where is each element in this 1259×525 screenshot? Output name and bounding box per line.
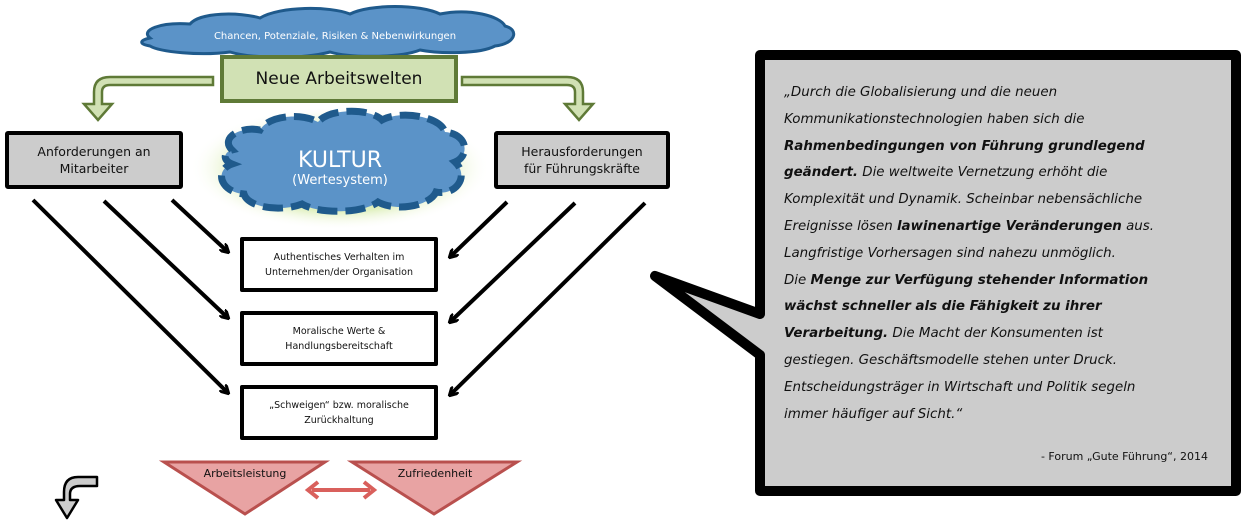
anforderungen-mitarbeiter-box: Anforderungen an Mitarbeiter xyxy=(5,131,183,189)
stack-box-1-line1: Authentisches Verhalten im xyxy=(273,251,405,263)
arrow-right-3 xyxy=(450,201,647,395)
arbeitsleistung-label: Arbeitsleistung xyxy=(203,467,287,480)
neue-arbeitswelten-box: Neue Arbeitswelten xyxy=(220,55,458,103)
quote-run: Komplexität und Dynamik. Scheinbar neben… xyxy=(784,192,1143,208)
quote-emphasis: Menge zur Verfügung stehender Informatio… xyxy=(810,272,1149,288)
quote-line: Kommunikationstechnologien haben sich di… xyxy=(784,107,1224,134)
stack-box-1-line2: Unternehmen/der Organisation xyxy=(265,266,413,278)
triangle-arbeitsleistung xyxy=(158,460,331,516)
quote-line: Entscheidungsträger in Wirtschaft und Po… xyxy=(784,375,1224,402)
kultur-title: KULTUR xyxy=(298,148,382,173)
green-curved-arrow-right xyxy=(460,75,596,122)
quote-run: Die xyxy=(784,272,811,288)
arrow-left-1 xyxy=(170,198,228,252)
zufriedenheit-label: Zufriedenheit xyxy=(397,467,473,480)
quote-line: Verarbeitung. Die Macht der Konsumenten … xyxy=(784,321,1224,348)
kultur-cloud-text: KULTUR (Wertesystem) xyxy=(240,148,440,188)
double-arrow-icon xyxy=(304,480,378,500)
top-cloud-shape xyxy=(140,5,516,59)
stack-box-authentisches-verhalten: Authentisches Verhalten im Unternehmen/d… xyxy=(240,237,438,292)
quote-run: Langfristige Vorhersagen sind nahezu unm… xyxy=(784,245,1116,261)
quote-line: Langfristige Vorhersagen sind nahezu unm… xyxy=(784,241,1224,268)
quote-line: immer häufiger auf Sicht.“ xyxy=(784,402,1224,429)
quote-run: Entscheidungsträger in Wirtschaft und Po… xyxy=(784,379,1136,395)
quote-line: gestiegen. Geschäftsmodelle stehen unter… xyxy=(784,348,1224,375)
quote-emphasis: wächst schneller als die Fähigkeit zu ih… xyxy=(784,299,1102,315)
green-curved-arrow-left xyxy=(81,75,215,122)
right-box-line2: für Führungskräfte xyxy=(523,161,640,176)
quote-speech-bubble xyxy=(650,50,1241,496)
quote-emphasis: lawinenartige Veränderungen xyxy=(896,218,1122,234)
quote-line: Die Menge zur Verfügung stehender Inform… xyxy=(784,268,1224,295)
stack-box-moralische-werte: Moralische Werte & Handlungsbereitschaft xyxy=(240,311,438,366)
arrow-left-2 xyxy=(102,199,228,318)
right-box-line1: Herausforderungen xyxy=(521,144,643,159)
quote-line: „Durch die Globalisierung und die neuen xyxy=(784,80,1224,107)
quote-run: Die Macht der Konsumenten ist xyxy=(888,326,1103,342)
quote-emphasis: geändert. xyxy=(784,165,858,181)
quote-attribution: - Forum „Gute Führung“, 2014 xyxy=(1040,450,1208,463)
stack-box-3-line1: „Schweigen“ bzw. moralische xyxy=(269,399,409,411)
stack-box-schweigen: „Schweigen“ bzw. moralische Zurückhaltun… xyxy=(240,385,438,440)
herausforderungen-fuehrungskraefte-box: Herausforderungen für Führungskräfte xyxy=(494,131,670,189)
quote-line: geändert. Die weltweite Vernetzung erhöh… xyxy=(784,160,1224,187)
quote-run: immer häufiger auf Sicht.“ xyxy=(784,406,963,422)
quote-line: Rahmenbedingungen von Führung grundlegen… xyxy=(784,134,1224,161)
quote-emphasis: Verarbeitung. xyxy=(784,326,889,342)
quote-line: wächst schneller als die Fähigkeit zu ih… xyxy=(784,294,1224,321)
top-cloud-label: Chancen, Potenziale, Risiken & Nebenwirk… xyxy=(213,31,457,42)
arrow-right-2 xyxy=(450,201,577,322)
quote-line: Ereignisse lösen lawinenartige Veränderu… xyxy=(784,214,1224,241)
stack-box-2-line1: Moralische Werte & xyxy=(292,325,386,337)
quote-line: Komplexität und Dynamik. Scheinbar neben… xyxy=(784,187,1224,214)
quote-run: aus. xyxy=(1121,218,1155,234)
kultur-cloud-shape xyxy=(218,107,468,215)
quote-run: Die weltweite Vernetzung erhöht die xyxy=(858,165,1108,181)
stack-box-2-line2: Handlungsbereitschaft xyxy=(285,340,393,352)
stack-box-3-line2: Zurückhaltung xyxy=(304,414,374,426)
quote-run: Ereignisse lösen xyxy=(784,218,897,234)
arrow-left-3 xyxy=(31,198,228,393)
curved-arrow-down-left-icon[interactable] xyxy=(54,475,99,520)
quote-emphasis: Rahmenbedingungen von Führung grundlegen… xyxy=(784,138,1145,154)
triangle-zufriedenheit xyxy=(346,460,523,516)
left-box-line1: Anforderungen an xyxy=(37,144,151,159)
quote-run: Kommunikationstechnologien haben sich di… xyxy=(784,111,1085,127)
kultur-subtitle: (Wertesystem) xyxy=(292,173,388,188)
quote-run: gestiegen. Geschäftsmodelle stehen unter… xyxy=(784,352,1117,368)
neue-arbeitswelten-label: Neue Arbeitswelten xyxy=(255,69,423,89)
arrow-right-1 xyxy=(450,200,509,257)
quote-run: „Durch die Globalisierung und die neuen xyxy=(784,85,1058,100)
left-box-line2: Mitarbeiter xyxy=(59,161,129,176)
